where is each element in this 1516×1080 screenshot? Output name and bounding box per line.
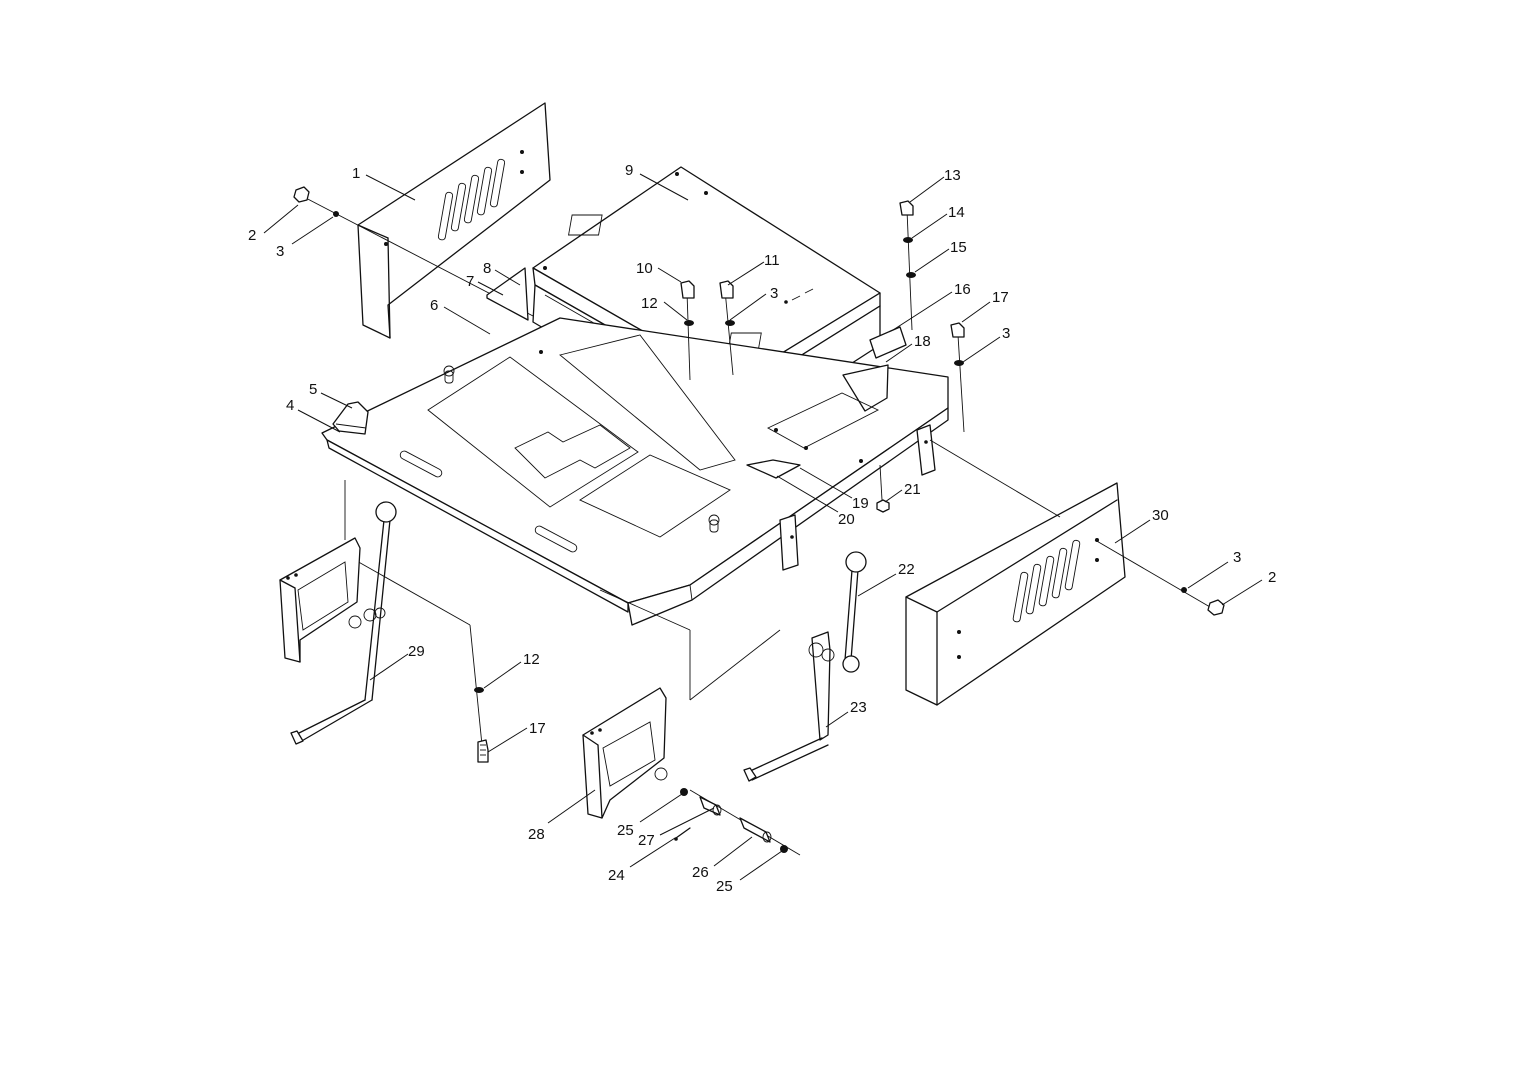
callout-labels: 1 2 3 4 5 6 7 8 9 10 11 12 3 13 14 15 16	[248, 162, 1276, 895]
part-22-right-lever	[743, 551, 867, 782]
label-24: 24	[608, 867, 625, 884]
label-5: 5	[309, 381, 317, 398]
part-6-base-plate	[321, 317, 949, 626]
part-19-wedge	[746, 459, 801, 479]
label-20: 20	[838, 511, 855, 528]
label-3-left: 3	[276, 243, 284, 260]
label-14: 14	[948, 204, 965, 221]
label-29: 29	[408, 643, 425, 660]
label-26: 26	[692, 864, 709, 881]
label-1: 1	[352, 165, 360, 182]
label-18: 18	[914, 333, 931, 350]
mounting-tabs	[779, 424, 936, 571]
part-16-block	[869, 326, 907, 359]
part-7-bracket	[486, 267, 529, 321]
part-29-left-lever-assembly	[279, 501, 397, 745]
part-18-plate	[767, 364, 889, 450]
label-22: 22	[898, 561, 915, 578]
label-28: 28	[528, 826, 545, 843]
label-10: 10	[636, 260, 653, 277]
bolt-washer-bottom	[474, 687, 489, 763]
label-30: 30	[1152, 507, 1169, 524]
part-21-nut	[876, 464, 890, 513]
part-28-lever-frame	[582, 687, 668, 819]
label-19: 19	[852, 495, 869, 512]
pins-and-bushings	[674, 788, 788, 853]
label-15: 15	[950, 239, 967, 256]
label-3-right: 3	[1002, 325, 1010, 342]
label-3-mid: 3	[770, 285, 778, 302]
label-21: 21	[904, 481, 921, 498]
label-17-right: 17	[992, 289, 1009, 306]
label-3-far-right: 3	[1233, 549, 1241, 566]
label-25-lower: 25	[716, 878, 733, 895]
label-13: 13	[944, 167, 961, 184]
bolts-and-washers-top	[680, 200, 965, 433]
label-9: 9	[625, 162, 633, 179]
label-6: 6	[430, 297, 438, 314]
label-11: 11	[764, 252, 780, 269]
label-17-bottom: 17	[529, 720, 546, 737]
label-25-upper: 25	[617, 822, 634, 839]
label-2-left: 2	[248, 227, 256, 244]
label-12-bottom: 12	[523, 651, 540, 668]
label-4: 4	[286, 397, 294, 414]
part-30-right-side-panel	[905, 482, 1126, 706]
label-2-far-right: 2	[1268, 569, 1276, 586]
bolt-washer-right	[1181, 587, 1225, 616]
label-23: 23	[850, 699, 867, 716]
label-12-top: 12	[641, 295, 658, 312]
label-8: 8	[483, 260, 491, 277]
label-16: 16	[954, 281, 971, 298]
label-7: 7	[466, 273, 474, 290]
label-27: 27	[638, 832, 655, 849]
part-1-left-side-panel	[357, 102, 551, 339]
